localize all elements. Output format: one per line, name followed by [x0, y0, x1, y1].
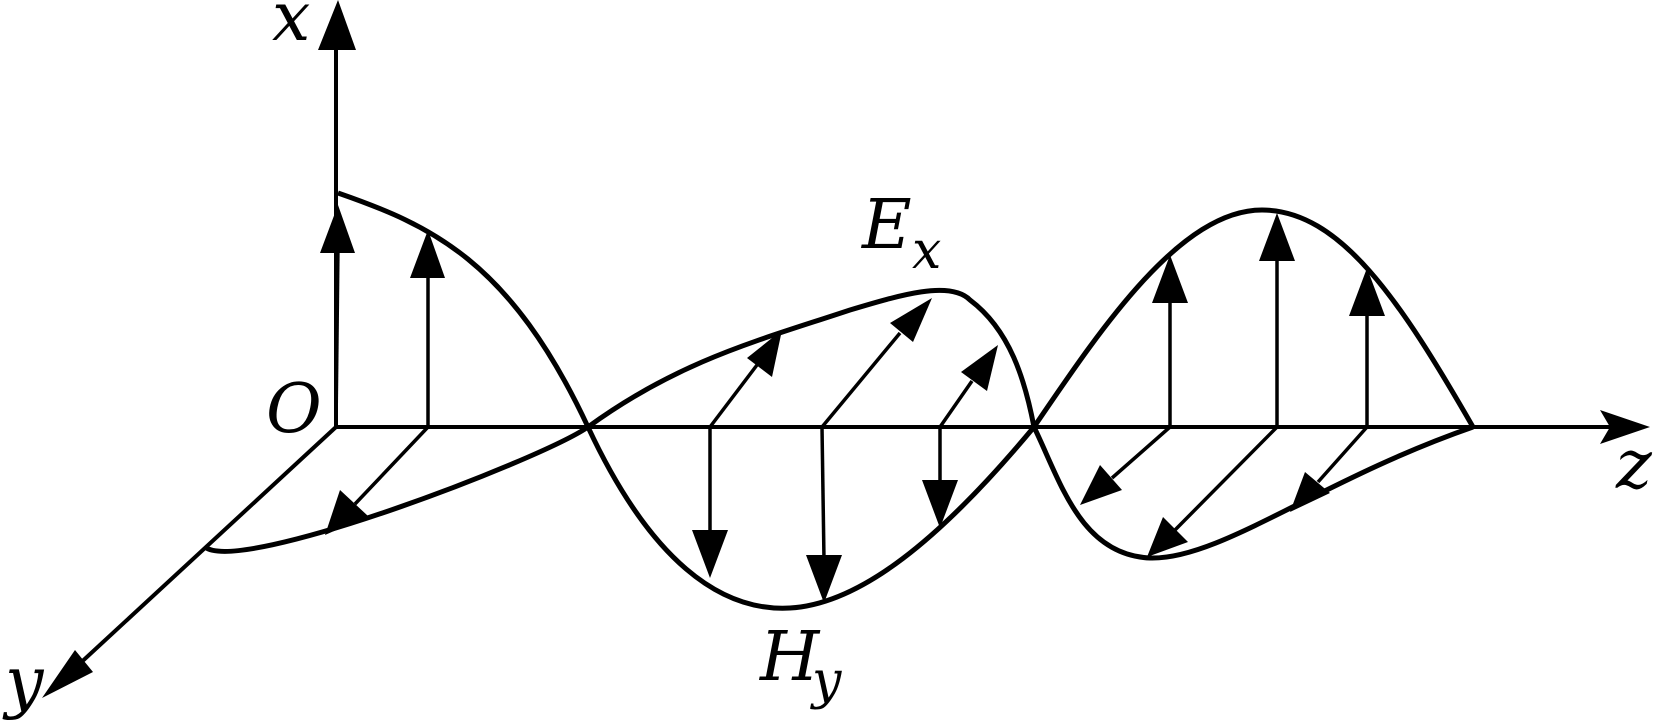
e-field-symbol: E — [860, 186, 912, 265]
h-vector-arrowhead — [890, 298, 932, 342]
origin-label: O — [266, 370, 322, 449]
y-axis-arrowhead — [42, 650, 93, 698]
h-vector-arrowhead — [1080, 465, 1122, 505]
z-axis-label: z — [1615, 426, 1653, 505]
h-field-vectors — [325, 298, 1369, 557]
e-vector-arrowhead — [922, 480, 958, 528]
h-vector-arrowhead — [1147, 517, 1188, 557]
e-field-vectors — [320, 205, 1385, 603]
h-vector — [1173, 425, 1279, 532]
e-vector-arrowhead — [410, 230, 445, 278]
x-axis-label: x — [272, 0, 310, 57]
h-field-wave — [203, 287, 1474, 561]
e-vector-arrowhead — [692, 530, 728, 578]
h-field-label: H y — [758, 618, 842, 711]
e-vector — [334, 244, 340, 428]
h-vector-arrowhead — [747, 330, 782, 377]
h-field-symbol: H — [758, 618, 821, 697]
z-axis-arrowhead — [1600, 410, 1650, 444]
h-vector — [1316, 425, 1369, 484]
e-field-wave — [337, 190, 1476, 611]
h-vector — [708, 363, 759, 429]
h-vector-arrowhead — [961, 345, 998, 391]
e-vector-arrowhead — [806, 555, 842, 603]
h-vector — [353, 425, 430, 506]
h-vector — [820, 331, 902, 429]
h-vector — [1110, 425, 1172, 480]
y-axis-label: y — [2, 643, 45, 722]
e-vector — [820, 426, 826, 561]
e-vector-arrowhead — [1152, 255, 1188, 303]
h-vector-arrowhead — [325, 490, 368, 535]
h-vector — [938, 380, 974, 428]
h-vector-arrowhead — [1290, 472, 1330, 512]
e-field-subscript: x — [912, 221, 941, 281]
e-vector-arrowhead — [1259, 213, 1295, 261]
x-axis-arrowhead — [318, 0, 356, 50]
h-field-subscript: y — [810, 651, 842, 711]
e-vector-arrowhead — [1349, 268, 1385, 316]
e-field-label: E x — [860, 186, 941, 281]
e-vector-arrowhead — [320, 205, 355, 253]
